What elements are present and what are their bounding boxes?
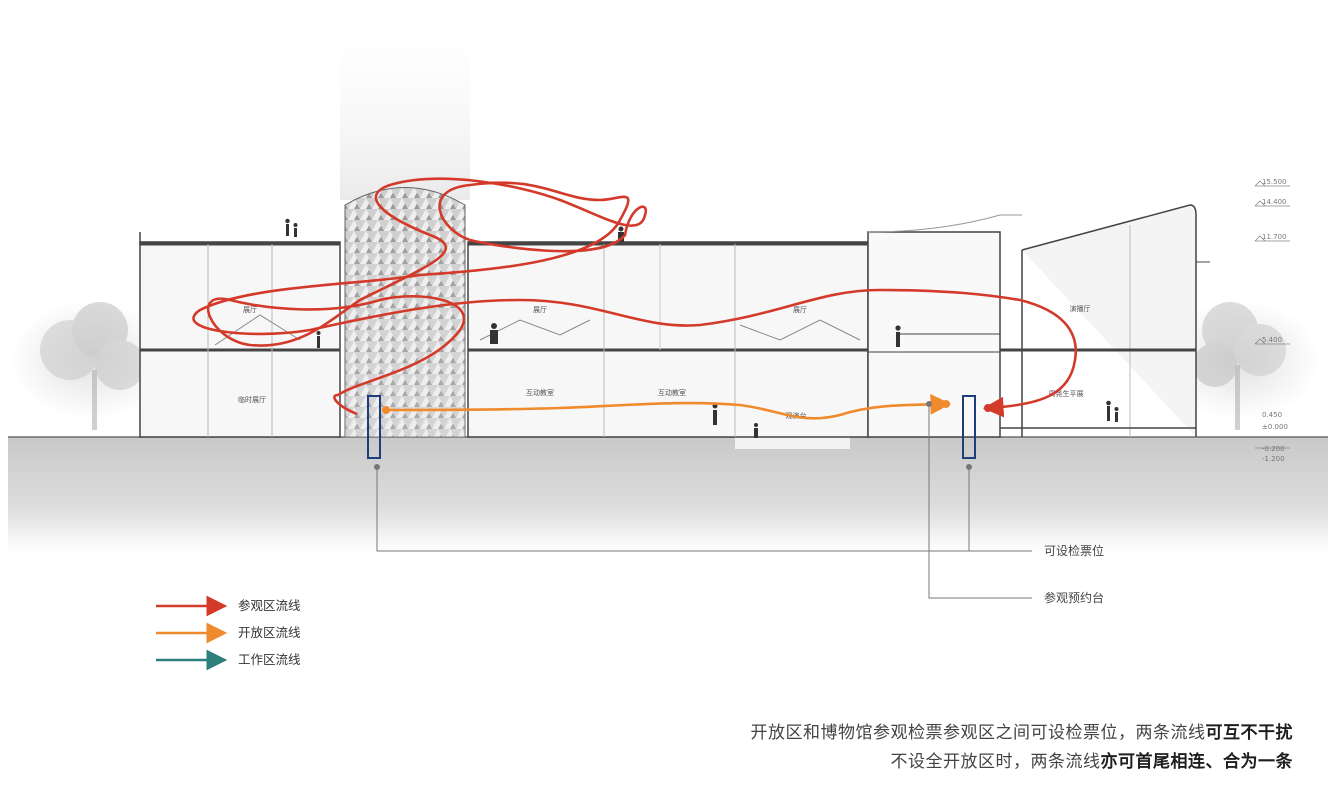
caption-line-1-bold: 可互不干扰 (1205, 723, 1293, 743)
elevation-minus-1200: -1.200 (1262, 455, 1285, 463)
caption-line-2-bold: 亦可首尾相连、合为一条 (1100, 752, 1293, 772)
visit-flow-end-dot (984, 404, 992, 412)
callout-leaders (374, 401, 1032, 599)
building-section (139, 204, 1210, 438)
elevation-marks (1254, 180, 1290, 449)
callout-ticket-label: 可设检票位 (1044, 543, 1104, 558)
legend-label-work: 工作区流线 (238, 652, 301, 667)
room-label-hall-mid: 展厅 (533, 306, 547, 314)
legend-label-visit: 参观区流线 (238, 598, 301, 613)
elevation-minus-0200: -0.200 (1262, 445, 1285, 453)
ticket-position-left (367, 395, 381, 459)
open-flow-end-dot (942, 400, 950, 408)
legend-label-open: 开放区流线 (238, 625, 301, 640)
elevation-14400: 14.400 (1262, 198, 1287, 206)
tree-right (1193, 302, 1286, 430)
elevation-0450: 0.450 (1262, 411, 1282, 419)
room-label-hall-right: 展厅 (793, 306, 807, 314)
people-silhouettes (285, 218, 1119, 438)
callout-booking-label: 参观预约台 (1044, 590, 1104, 605)
elevation-11700: 11.700 (1262, 233, 1287, 241)
caption-line-1-normal: 开放区和博物馆参观检票参观区之间可设检票位，两条流线 (750, 723, 1206, 743)
visit-flow-line (192, 177, 1078, 418)
room-label-life-exhibit: 周尧生平展 (1049, 389, 1084, 398)
stair-tower (344, 187, 466, 438)
caption-line-2: 不设全开放区时，两条流线亦可首尾相连、合为一条 (891, 747, 1294, 772)
caption-line-2-normal: 不设全开放区时，两条流线 (890, 752, 1101, 772)
ground (8, 436, 1328, 552)
room-label-classroom-1: 互动教室 (526, 388, 554, 397)
room-label-theater: 演播厅 (1070, 304, 1091, 313)
caption-line-1: 开放区和博物馆参观检票参观区之间可设检票位，两条流线可互不干扰 (751, 718, 1294, 743)
tree-left (40, 302, 145, 430)
open-flow-start-dot (382, 406, 390, 414)
elevation-15500: 15.500 (1262, 178, 1287, 186)
legend: 参观区流线 开放区流线 工作区流线 (156, 595, 301, 671)
elevation-5400: 5.400 (1262, 336, 1282, 344)
room-label-classroom-2: 互动教室 (658, 388, 686, 397)
ticket-position-right (962, 395, 976, 459)
elevation-0000: ±0.000 (1262, 423, 1288, 431)
open-flow-line (385, 393, 952, 420)
room-label-temp-hall: 临时展厅 (238, 395, 266, 404)
room-label-hall-left: 展厅 (243, 306, 257, 314)
